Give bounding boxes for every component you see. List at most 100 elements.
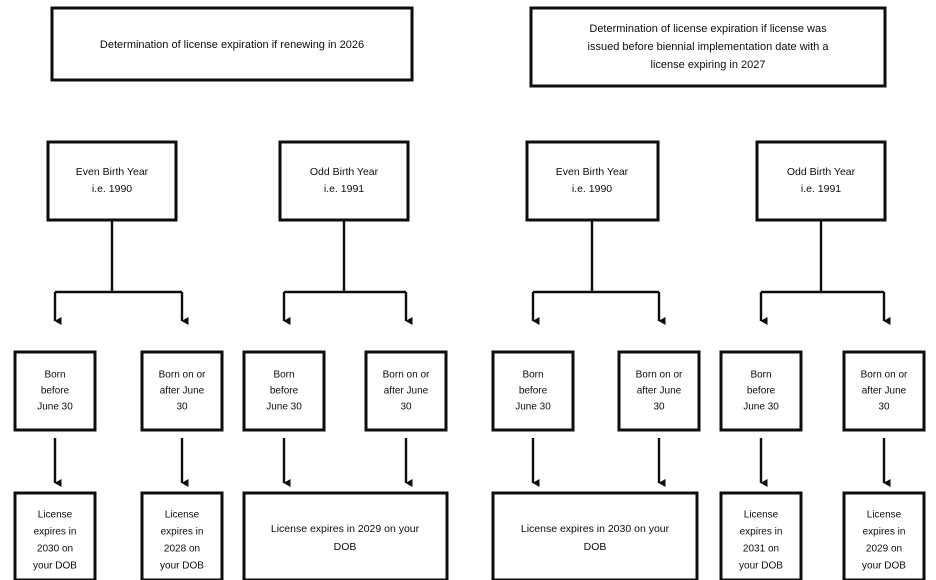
born-after-a-line1: Born on or xyxy=(159,370,206,381)
born-before-d-line2: before xyxy=(747,386,776,397)
result-2031-d-line1: License xyxy=(744,510,779,521)
even-birth-right-line2: i.e. 1990 xyxy=(572,183,612,195)
born-before-c-line2: before xyxy=(519,386,548,397)
born-before-b-line1: Born xyxy=(273,370,294,381)
result-box-2031-d: License expires in 2031 on your DOB xyxy=(719,491,803,580)
result-2028-a-line1: License xyxy=(165,510,200,521)
result-box-2030-shared-rect xyxy=(491,491,699,580)
born-after-c-line2: after June xyxy=(637,386,682,397)
header-box-right-rect xyxy=(529,6,887,88)
result-2030-a-line1: License xyxy=(38,510,73,521)
result-box-2029-d: License expires in 2029 on your DOB xyxy=(842,491,926,580)
result-2028-a-line3: 2028 on xyxy=(164,544,200,555)
born-after-d-line2: after June xyxy=(862,386,907,397)
born-after-c-line3: 30 xyxy=(653,402,665,413)
branch-connector-even-right xyxy=(531,220,666,325)
born-after-d-line3: 30 xyxy=(878,402,890,413)
header-right-line3: license expiring in 2027 xyxy=(651,59,766,71)
condition-box-born-after-b: Born on or after June 30 xyxy=(364,350,448,432)
condition-box-born-after-a-rect xyxy=(140,350,224,432)
condition-box-born-before-a: Born before June 30 xyxy=(13,350,97,432)
born-before-a-line2: before xyxy=(41,386,70,397)
born-before-d-line1: Born xyxy=(750,370,771,381)
birth-year-box-odd-right-rect xyxy=(755,140,887,222)
result-box-2030-shared: License expires in 2030 on your DOB xyxy=(491,491,699,580)
born-after-b-line1: Born on or xyxy=(383,370,430,381)
header-box-left: Determination of license expiration if r… xyxy=(50,6,414,82)
result-2030-a-line4: your DOB xyxy=(33,561,77,572)
result-box-2031-d-rect xyxy=(719,491,803,580)
even-birth-left-line1: Even Birth Year xyxy=(76,166,149,178)
condition-box-born-after-d: Born on or after June 30 xyxy=(842,350,926,432)
birth-year-box-even-left: Even Birth Year i.e. 1990 xyxy=(46,140,178,222)
born-after-a-line3: 30 xyxy=(176,402,188,413)
birth-year-box-odd-left: Odd Birth Year i.e. 1991 xyxy=(278,140,410,222)
branch-connector-odd-left xyxy=(282,220,413,325)
condition-box-born-before-d-rect xyxy=(719,350,803,432)
result-box-2029-shared-rect xyxy=(242,491,449,580)
header-right-line2: issued before biennial implementation da… xyxy=(588,41,830,53)
header-box-left-rect xyxy=(50,6,414,82)
result-box-2029-shared: License expires in 2029 on your DOB xyxy=(242,491,449,580)
born-before-b-line3: June 30 xyxy=(266,402,302,413)
born-before-d-line3: June 30 xyxy=(743,402,779,413)
born-before-a-line1: Born xyxy=(44,370,65,381)
result-2029-d-line4: your DOB xyxy=(862,561,906,572)
result-box-2028-a: License expires in 2028 on your DOB xyxy=(140,491,224,580)
born-after-b-line2: after June xyxy=(384,386,429,397)
result-box-2030-a: License expires in 2030 on your DOB xyxy=(13,491,97,580)
result-box-2029-d-rect xyxy=(842,491,926,580)
even-birth-left-line2: i.e. 1990 xyxy=(92,183,132,195)
result-box-2030-a-rect xyxy=(13,491,97,580)
birth-year-box-odd-right: Odd Birth Year i.e. 1991 xyxy=(755,140,887,222)
result-2028-a-line2: expires in xyxy=(161,527,204,538)
born-after-b-line3: 30 xyxy=(400,402,412,413)
condition-box-born-before-c: Born before June 30 xyxy=(491,350,575,432)
condition-box-born-before-b-rect xyxy=(242,350,326,432)
header-box-right: Determination of license expiration if l… xyxy=(529,6,887,88)
result-2031-d-line2: expires in xyxy=(740,527,783,538)
result-2029-d-line1: License xyxy=(867,510,902,521)
condition-box-born-before-d: Born before June 30 xyxy=(719,350,803,432)
even-birth-right-line1: Even Birth Year xyxy=(556,166,629,178)
result-2030-shared-line2: DOB xyxy=(584,541,607,553)
result-2031-d-line4: your DOB xyxy=(739,561,783,572)
odd-birth-right-line1: Odd Birth Year xyxy=(787,166,856,178)
header-left-line1: Determination of license expiration if r… xyxy=(100,39,364,51)
result-2030-a-line3: 2030 on xyxy=(37,544,73,555)
result-2030-a-line2: expires in xyxy=(34,527,77,538)
result-2030-shared-line1: License expires in 2030 on your xyxy=(521,523,670,535)
result-box-2028-a-rect xyxy=(140,491,224,580)
born-before-c-line1: Born xyxy=(522,370,543,381)
born-after-c-line1: Born on or xyxy=(636,370,683,381)
born-after-a-line2: after June xyxy=(160,386,205,397)
condition-box-born-before-b: Born before June 30 xyxy=(242,350,326,432)
condition-box-born-after-c-rect xyxy=(617,350,701,432)
odd-birth-left-line1: Odd Birth Year xyxy=(310,166,379,178)
born-before-c-line3: June 30 xyxy=(515,402,551,413)
result-2029-d-line2: expires in xyxy=(863,527,906,538)
condition-box-born-before-a-rect xyxy=(13,350,97,432)
result-2029-shared-line1: License expires in 2029 on your xyxy=(271,523,420,535)
result-2029-d-line3: 2029 on xyxy=(866,544,902,555)
birth-year-box-even-left-rect xyxy=(46,140,178,222)
condition-box-born-before-c-rect xyxy=(491,350,575,432)
odd-birth-left-line2: i.e. 1991 xyxy=(324,183,364,195)
result-2028-a-line4: your DOB xyxy=(160,561,204,572)
result-2031-d-line3: 2031 on xyxy=(743,544,779,555)
condition-box-born-after-a: Born on or after June 30 xyxy=(140,350,224,432)
born-after-d-line1: Born on or xyxy=(861,370,908,381)
branch-connector-odd-right xyxy=(759,220,891,325)
result-arrows xyxy=(53,438,891,487)
born-before-a-line3: June 30 xyxy=(37,402,73,413)
birth-year-box-even-right: Even Birth Year i.e. 1990 xyxy=(525,140,660,222)
birth-year-box-odd-left-rect xyxy=(278,140,410,222)
odd-birth-right-line2: i.e. 1991 xyxy=(801,183,841,195)
born-before-b-line2: before xyxy=(270,386,299,397)
birth-year-box-even-right-rect xyxy=(525,140,660,222)
condition-box-born-after-d-rect xyxy=(842,350,926,432)
branch-connector-even-left xyxy=(53,220,189,325)
condition-box-born-after-b-rect xyxy=(364,350,448,432)
